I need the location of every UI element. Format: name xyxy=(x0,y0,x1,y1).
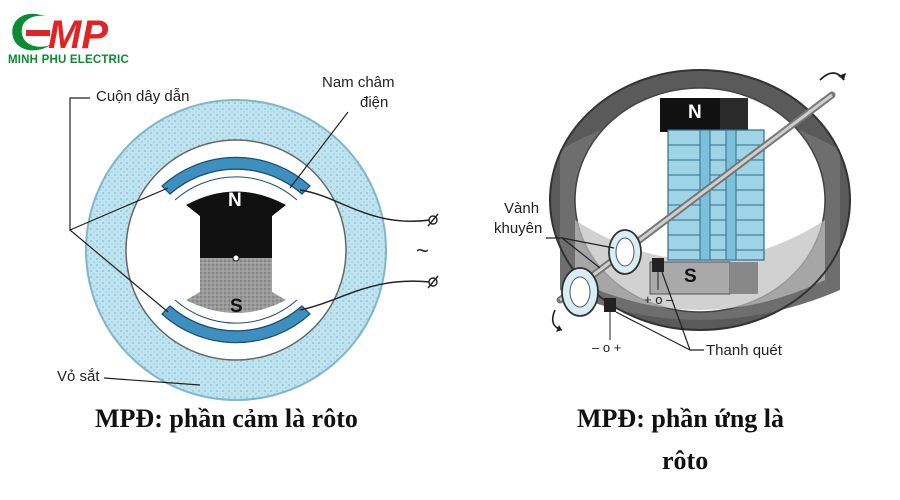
label-slip-ring-line1: Vành xyxy=(504,200,540,217)
left-pole-south: S xyxy=(230,296,243,317)
label-coil: Cuộn dây dẫn xyxy=(96,88,190,105)
right-pole-south: S xyxy=(684,266,697,287)
south-pole xyxy=(186,258,286,313)
terminal-label-bottom: – o + xyxy=(592,340,622,355)
north-magnet xyxy=(660,98,720,132)
logo-swoosh-icon xyxy=(12,13,52,51)
label-electromagnet-line1: Nam châm xyxy=(322,74,395,91)
brush-bottom xyxy=(604,298,616,312)
label-iron-shell: Vỏ sắt xyxy=(57,368,100,385)
right-caption-line1: MPĐ: phần ứng là xyxy=(577,404,785,433)
logo-text: MP xyxy=(48,13,108,57)
right-caption-line2: rôto xyxy=(662,446,709,475)
label-electromagnet-line2: điện xyxy=(360,94,389,111)
label-brush: Thanh quét xyxy=(706,342,782,359)
brush-top xyxy=(652,258,664,272)
wire-bottom xyxy=(299,280,431,311)
brand-name: MINH PHU ELECTRIC xyxy=(8,54,129,66)
wire-top xyxy=(299,189,431,222)
north-pole xyxy=(186,191,286,258)
right-pole-north: N xyxy=(688,102,702,123)
terminal-label-top: + o – xyxy=(644,292,674,307)
left-caption: MPĐ: phần cảm là rôto xyxy=(95,404,358,433)
ac-symbol: ~ xyxy=(416,238,429,263)
left-pole-north: N xyxy=(228,190,242,211)
armature-core xyxy=(667,129,765,261)
company-logo: MP xyxy=(4,4,134,74)
label-slip-ring-line2: khuyên xyxy=(494,220,543,237)
